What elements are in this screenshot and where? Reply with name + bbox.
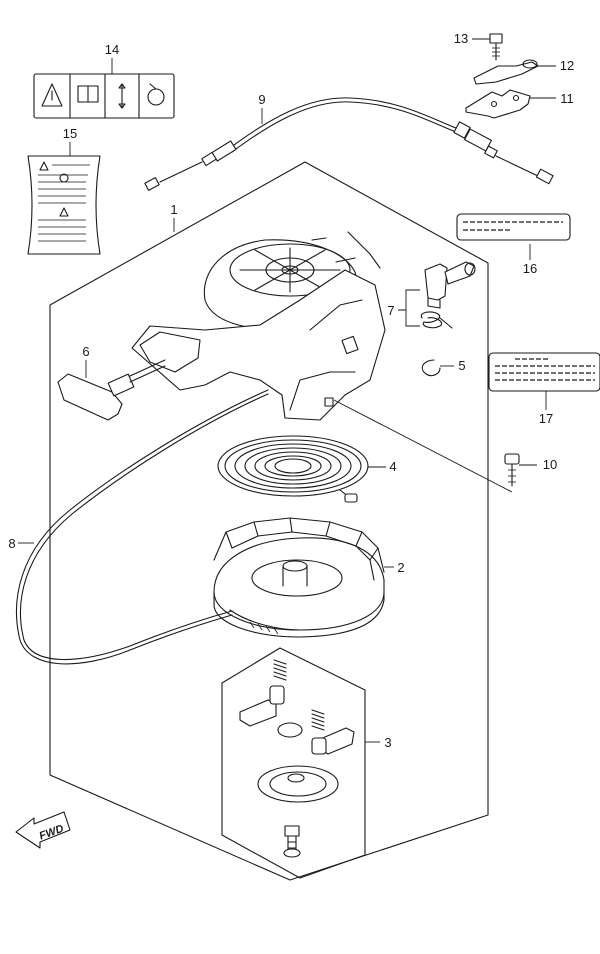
- callout-4: 4: [389, 459, 396, 474]
- stopper-7: [420, 261, 476, 329]
- callout-15: 15: [63, 126, 77, 141]
- callout-6: 6: [82, 344, 89, 359]
- bolt-13: [489, 33, 503, 61]
- assembly-outline: [49, 161, 489, 881]
- starter-rope-8: [15, 389, 269, 665]
- callout-11: 11: [560, 91, 574, 106]
- label-17: [488, 352, 600, 392]
- starter-housing-1: [131, 231, 386, 421]
- clamp-12: [473, 59, 539, 85]
- subassembly-outline: [221, 647, 366, 879]
- bracket-11: [465, 89, 531, 119]
- callout-13: 13: [454, 31, 468, 46]
- callout-5: 5: [458, 358, 465, 373]
- callout-1: 1: [170, 202, 177, 217]
- recoil-spring-4: [217, 435, 369, 503]
- callout-14: 14: [105, 42, 119, 57]
- label-16: [456, 213, 571, 241]
- callout-2: 2: [397, 560, 404, 575]
- leader-lines: [18, 38, 556, 743]
- starter-handle-6: START: [57, 359, 166, 421]
- callout-numbers: 14 15 9 1 6 13 12 11 16 17 10 4 2 3 5 7 …: [8, 31, 574, 750]
- rope-reel-2: [213, 517, 385, 638]
- warning-label-15: [27, 155, 101, 255]
- callout-17: 17: [539, 411, 553, 426]
- callout-8: 8: [8, 536, 15, 551]
- callout-10: 10: [543, 457, 557, 472]
- callout-7: 7: [387, 303, 394, 318]
- warning-label-14: [33, 73, 175, 119]
- callout-16: 16: [523, 261, 537, 276]
- callout-12: 12: [560, 58, 574, 73]
- starter-cable-9: [144, 97, 554, 191]
- callout-3: 3: [384, 735, 391, 750]
- ratchet-set-3: [239, 659, 355, 858]
- clip-5: [421, 359, 441, 377]
- callout-9: 9: [258, 92, 265, 107]
- bolt-10: [504, 453, 520, 487]
- forward-direction-arrow: FWD: [15, 811, 71, 849]
